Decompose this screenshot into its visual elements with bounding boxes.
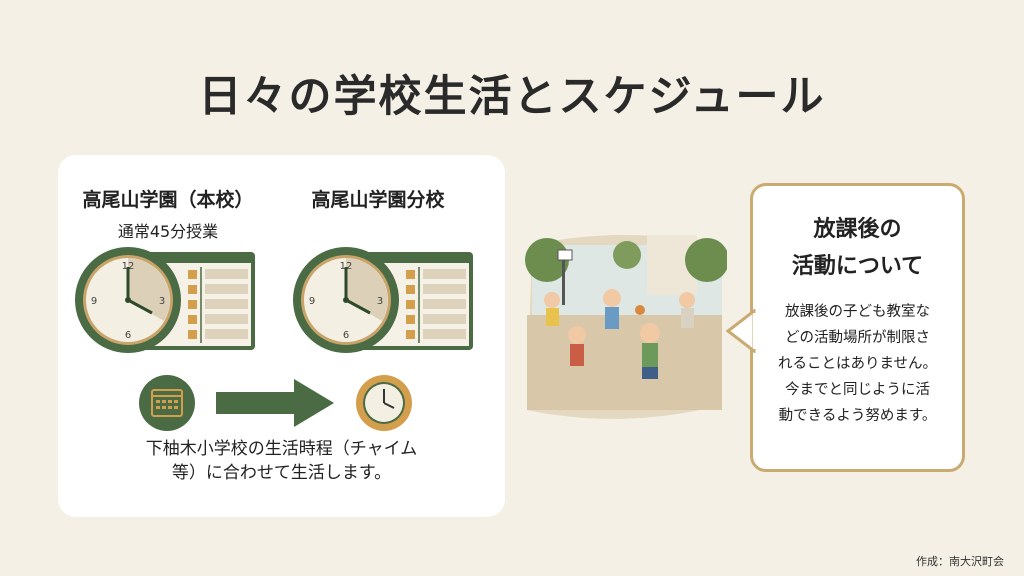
callout-body-line: 今までと同じように活 [785,382,930,398]
schedule-card: 高尾山学園（本校） 通常45分授業 高尾山学園分校 12 3 6 9 12 3 6 9 下柚… [58,155,505,517]
calendar-icon [139,375,195,431]
small-clock-icon [356,375,412,431]
description-line-2: 等）に合わせて生活します。 [171,463,392,483]
after-school-callout: 放課後の 活動について 放課後の子ども教室な どの活動場所が制限さ れることはあ… [726,183,965,472]
svg-text:6: 6 [125,330,131,341]
schedule-description: 下柚木小学校の生活時程（チャイム 等）に合わせて生活します。 [58,437,505,485]
callout-pointer [726,309,756,353]
callout-body-line: 放課後の子ども教室な [785,304,930,320]
branch-school-clock-schedule-icon: 12 3 6 9 [293,247,473,353]
callout-body-line: 動できるよう努めます。 [778,408,937,424]
main-school-clock-schedule-icon: 12 3 6 9 [75,247,255,353]
arrow-right-icon [216,379,334,427]
callout-body: 放課後の子ども教室な どの活動場所が制限さ れることはありません。 今までと同じ… [753,299,962,429]
description-line-1: 下柚木小学校の生活時程（チャイム [145,439,418,459]
callout-body-line: どの活動場所が制限さ [785,330,930,346]
svg-text:3: 3 [159,296,165,307]
svg-text:3: 3 [377,296,383,307]
callout-title-line-1: 放課後の [813,217,902,242]
svg-text:12: 12 [122,261,135,272]
callout-title-line-2: 活動について [791,254,924,279]
callout-body-line: れることはありません。 [777,356,938,372]
author-credit: 作成：南大沢町会 [916,555,1004,568]
children-playing-illustration [525,235,727,419]
branch-school-heading: 高尾山学園分校 [311,189,445,211]
main-school-heading: 高尾山学園（本校） [82,189,254,211]
svg-text:9: 9 [309,296,315,307]
page-title: 日々の学校生活とスケジュール [198,72,826,122]
svg-text:12: 12 [340,261,353,272]
svg-text:6: 6 [343,330,349,341]
svg-text:9: 9 [91,296,97,307]
main-school-note: 通常45分授業 [117,222,219,241]
